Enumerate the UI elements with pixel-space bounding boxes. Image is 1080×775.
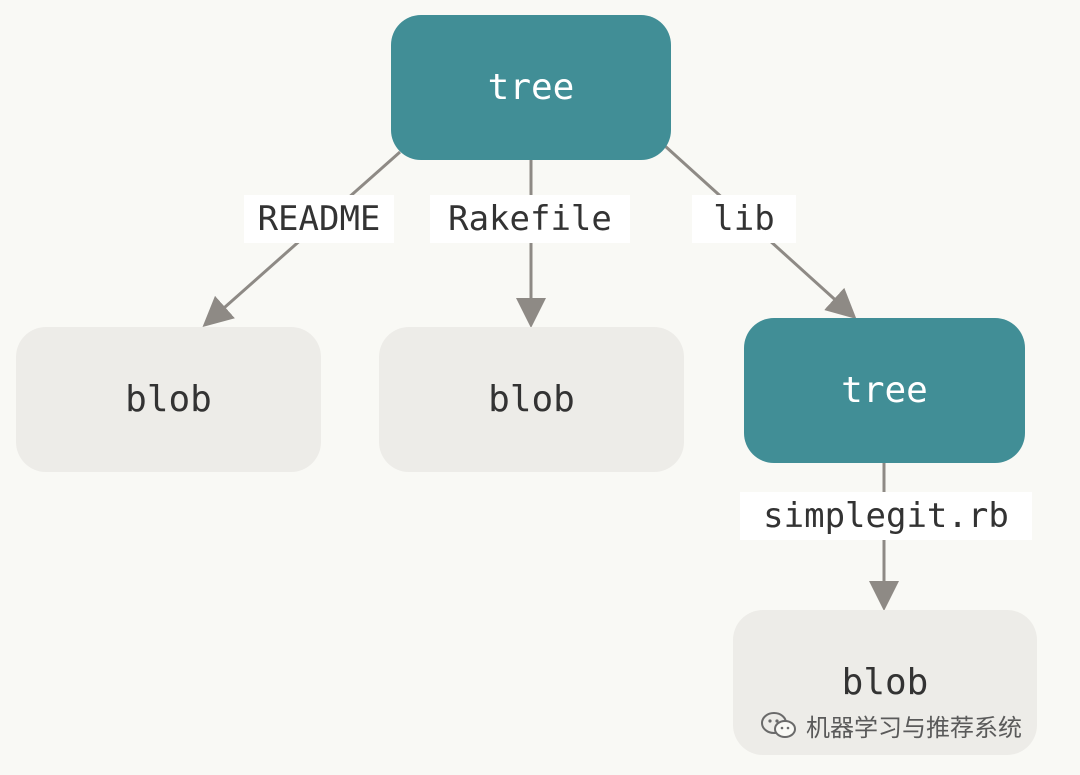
edge-label-simplegit: simplegit.rb	[740, 492, 1032, 540]
readme-blob-node: blob	[16, 327, 321, 472]
watermark: 机器学习与推荐系统	[760, 708, 1022, 743]
rakefile-blob-label: blob	[488, 379, 575, 420]
edge-label-rakefile: Rakefile	[430, 195, 630, 243]
rakefile-blob-node: blob	[379, 327, 684, 472]
lib-tree-label: tree	[841, 370, 928, 411]
simplegit-blob-label: blob	[841, 662, 929, 703]
root-tree-label: tree	[487, 67, 575, 108]
readme-blob-label: blob	[125, 379, 212, 420]
edge-label-readme: README	[244, 195, 394, 243]
root-tree-node: tree	[391, 15, 671, 160]
lib-tree-node: tree	[744, 318, 1025, 463]
watermark-text: 机器学习与推荐系统	[806, 714, 1022, 742]
wechat-icon	[761, 711, 796, 738]
edge-label-lib: lib	[692, 195, 796, 243]
